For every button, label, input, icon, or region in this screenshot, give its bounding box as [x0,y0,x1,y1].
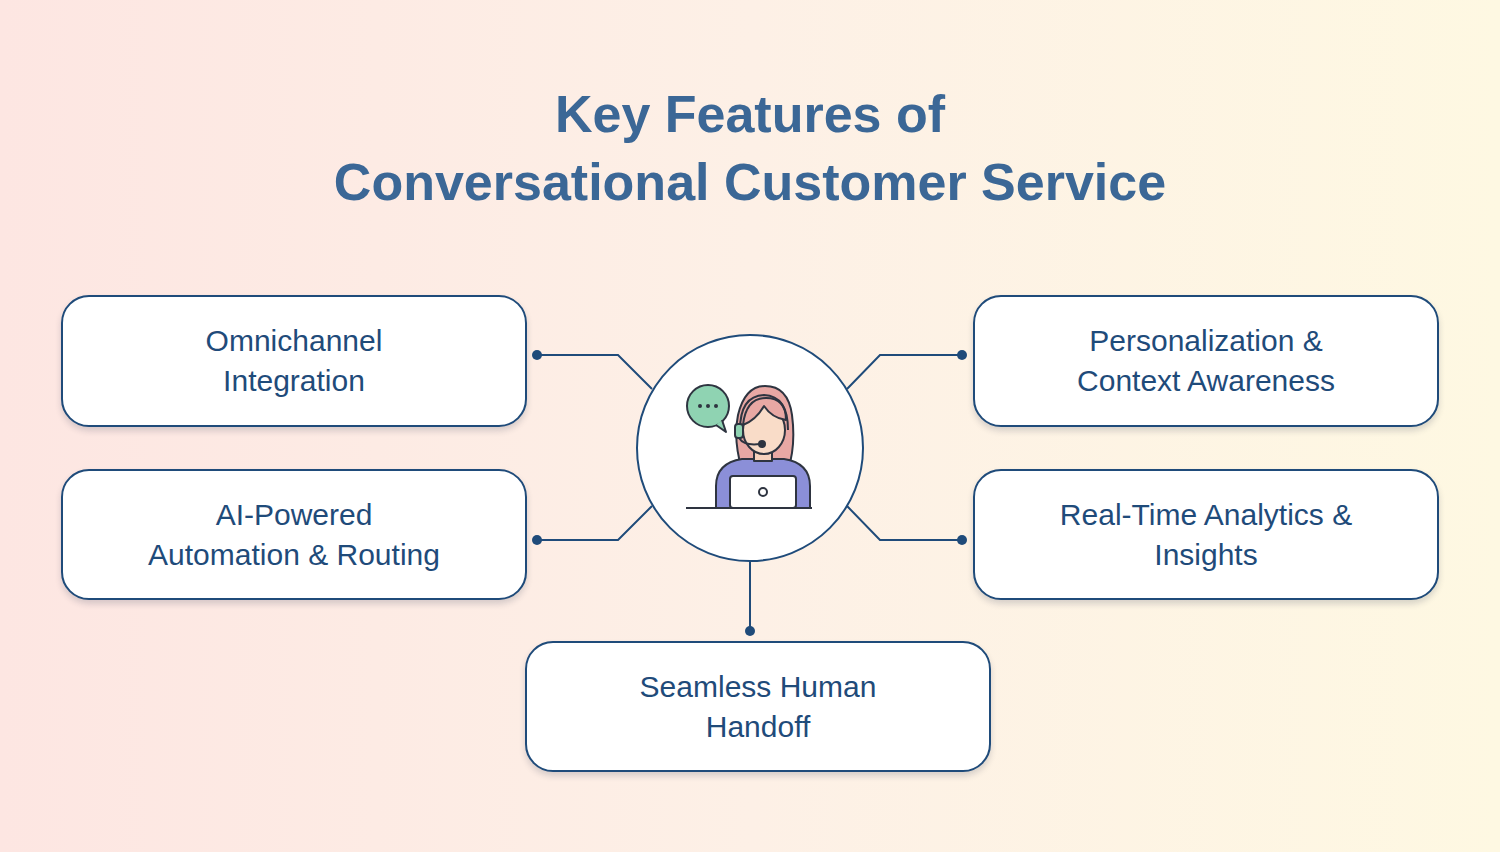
feature-label: Real-Time Analytics & Insights [1054,495,1359,575]
wrap-spacer [310,80,550,140]
leader-lines [537,355,962,631]
feature-box: AI-Powered Automation & Routing [61,469,527,600]
feature-label: Seamless Human Handoff [606,667,911,747]
title-container: Key Features of Conversational Customer … [310,80,1190,216]
center-circle [637,335,863,561]
wrap-spacer [950,80,1190,140]
feature-box: Personalization & Context Awareness [973,295,1439,427]
feature-box: Seamless Human Handoff [525,641,991,772]
agent-illustration [686,385,812,508]
feature-label: Personalization & Context Awareness [1054,321,1359,401]
diagram-title: Key Features of Conversational Customer … [334,85,1166,211]
feature-label: Omnichannel Integration [142,321,447,401]
feature-box: Real-Time Analytics & Insights [973,469,1439,600]
feature-label: AI-Powered Automation & Routing [142,495,447,575]
feature-box: Omnichannel Integration [61,295,527,427]
leader-dots [532,350,967,636]
